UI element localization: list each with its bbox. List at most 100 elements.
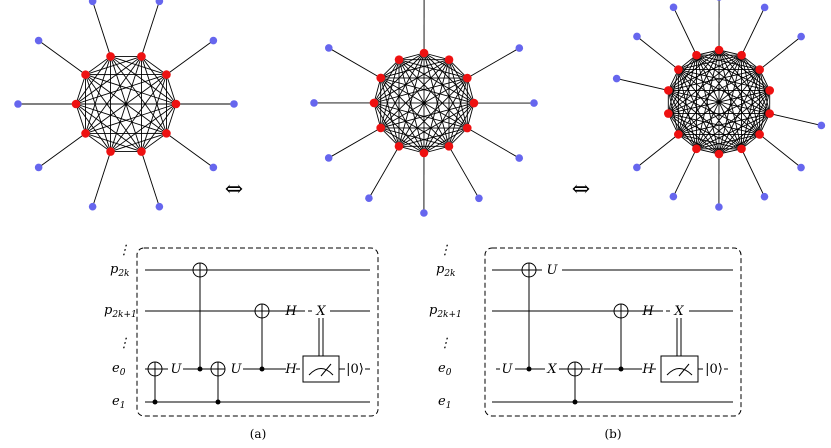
inner-node — [765, 86, 775, 95]
outer-node — [209, 163, 218, 172]
graph-edge — [75, 103, 86, 134]
graph-edge — [75, 74, 167, 105]
inner-node — [171, 99, 181, 109]
graph-edge — [141, 56, 167, 134]
spoke-edge — [38, 133, 86, 168]
graph-edge — [668, 113, 742, 150]
graph-edge — [667, 54, 697, 91]
wire-label-p2k-b: p2k — [436, 262, 456, 279]
gate-x-a: X — [315, 304, 326, 319]
circuit-a: ⋮ p2k p2k+1 ⋮ e0 e1 U — [104, 243, 379, 441]
graph-edge — [141, 133, 167, 152]
graph-edge — [668, 54, 742, 114]
graph-edge — [741, 90, 771, 150]
graph-edge — [668, 113, 720, 155]
spoke-edge — [448, 146, 480, 199]
gate-x-e0-b: X — [546, 362, 557, 377]
graph-edge — [85, 103, 177, 134]
spoke-edge — [467, 127, 520, 159]
graph-edge — [85, 56, 111, 75]
wire-label-e0-b: e0 — [438, 361, 452, 378]
inner-node — [81, 129, 90, 138]
graph-edge — [380, 77, 400, 147]
gate-u-top-b: U — [547, 263, 559, 278]
inner-node — [692, 144, 701, 154]
graph-edge — [75, 103, 167, 134]
graph-edge — [398, 59, 468, 129]
outer-node — [88, 202, 97, 211]
graph-edge — [667, 90, 697, 150]
graph-edge — [373, 102, 468, 129]
outer-node — [515, 44, 524, 52]
outer-node — [365, 194, 373, 203]
vdots-mid-b: ⋮ — [439, 336, 452, 351]
cnot-e0-p2k-a — [192, 262, 208, 372]
graph-edge — [718, 49, 761, 135]
inner-node — [765, 109, 774, 118]
graph-edge — [696, 54, 742, 150]
inner-node — [394, 55, 404, 64]
graph-edge — [141, 56, 167, 75]
graph-edge — [718, 49, 770, 91]
graph-edge — [678, 133, 720, 155]
graph-edge — [423, 59, 450, 154]
graph-edge — [696, 54, 770, 114]
graph-edge — [373, 77, 468, 104]
graph-edge — [380, 77, 425, 154]
spoke-edge — [166, 40, 214, 75]
graph-edge — [373, 102, 400, 147]
graph-edge — [110, 56, 177, 105]
inner-node — [444, 142, 454, 151]
graph-edge — [398, 52, 425, 61]
spoke-edge — [636, 36, 679, 70]
gate-h1-a: H — [284, 304, 297, 319]
graph-edge — [75, 56, 142, 105]
gate-h1-b: H — [590, 362, 603, 377]
inner-node — [674, 65, 683, 74]
outer-node — [715, 203, 723, 211]
outer-node — [34, 36, 43, 45]
gate-h2-a: H — [284, 362, 297, 377]
graph-left — [14, 0, 238, 211]
graph-edge — [678, 69, 770, 91]
outer-node — [817, 121, 826, 130]
outer-node — [155, 0, 164, 6]
inner-node — [162, 129, 171, 138]
outer-node — [633, 32, 641, 41]
graph-edge — [85, 56, 111, 134]
graph-edge — [166, 103, 177, 134]
graph-edge — [373, 102, 450, 147]
graph-edge — [448, 59, 468, 79]
equiv-arrow-left: ⇔ — [225, 177, 243, 202]
cnot-e0-p2k1-a — [254, 303, 270, 372]
graph-edge — [380, 77, 450, 147]
graph-edge — [668, 113, 760, 135]
outer-node — [310, 99, 318, 107]
spoke-edge — [328, 127, 381, 159]
outer-node — [669, 3, 678, 12]
wire-label-p2k-a: p2k — [110, 262, 130, 279]
graph-edge — [85, 56, 142, 76]
gate-h2-b: H — [641, 304, 654, 319]
graph-edge — [373, 59, 400, 104]
inner-node — [755, 65, 764, 74]
wire-label-e1-a: e1 — [112, 394, 125, 411]
graph-edge — [75, 74, 86, 105]
measurement-b — [660, 355, 699, 383]
inner-node — [394, 141, 404, 151]
ket-zero-b: |0⟩ — [705, 362, 723, 377]
cnot-e1-e0-a2 — [210, 361, 226, 405]
inner-node — [376, 73, 386, 83]
inner-node — [419, 148, 429, 158]
cnot-e0-p2k1-b — [613, 303, 629, 372]
graph-edge — [667, 113, 697, 150]
spoke-edge — [672, 148, 697, 197]
inner-node — [755, 130, 764, 139]
circuit-b-box — [484, 247, 742, 417]
outer-node — [716, 0, 722, 1]
spoke-edge — [368, 146, 400, 199]
wire-label-e0-a: e0 — [112, 361, 126, 378]
graph-edge — [678, 133, 742, 150]
outer-node — [633, 163, 641, 172]
graph-edge — [677, 49, 720, 135]
